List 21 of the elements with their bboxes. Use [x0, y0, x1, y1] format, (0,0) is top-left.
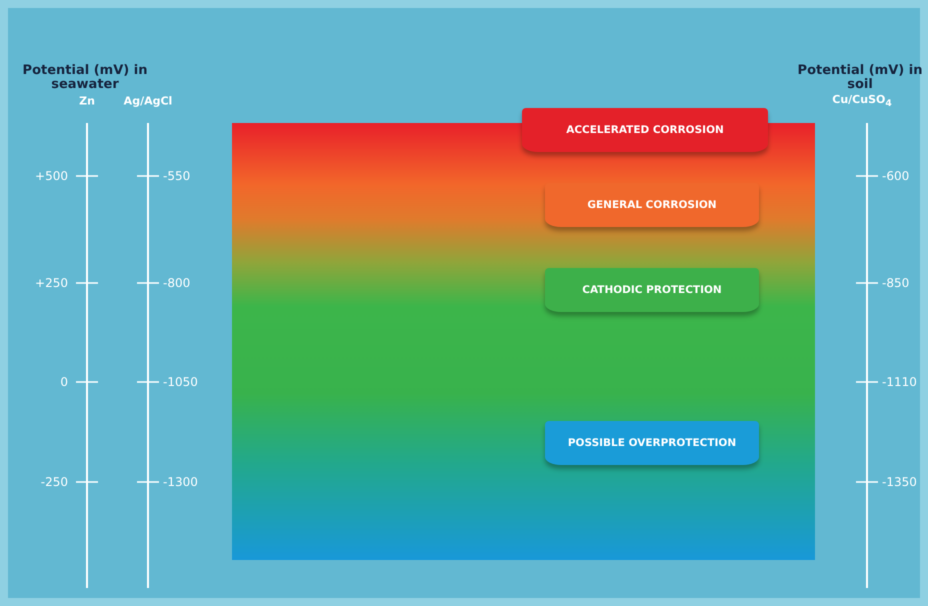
zone-ribbon-label: POSSIBLE OVERPROTECTION: [545, 421, 759, 465]
tick-label: -1110: [882, 375, 917, 389]
zone-ribbon-label: ACCELERATED CORROSION: [522, 108, 768, 152]
tick-label: -1300: [163, 475, 198, 489]
tick-label: +500: [35, 169, 68, 183]
tick-label: -250: [40, 475, 68, 489]
scale-name: Ag/AgCl: [124, 94, 172, 108]
tick-label: -1050: [163, 375, 198, 389]
axis-title: Potential (mV) in soil: [796, 64, 924, 92]
scale-name: Zn: [79, 94, 95, 108]
tick-label: 0: [60, 375, 68, 389]
axis-title: Potential (mV) in seawater: [22, 64, 148, 92]
scale-name: Cu/CuSO$_{4}$: [832, 92, 892, 110]
tick-label: -1350: [882, 475, 917, 489]
tick-label: -600: [882, 169, 910, 183]
tick-label: -800: [163, 276, 190, 290]
tick-label: +250: [35, 276, 68, 290]
tick-label: -550: [163, 169, 190, 183]
zone-ribbon-label: GENERAL CORROSION: [545, 183, 759, 227]
tick-label: -850: [882, 276, 910, 290]
zone-ribbon-label: CATHODIC PROTECTION: [545, 268, 759, 312]
